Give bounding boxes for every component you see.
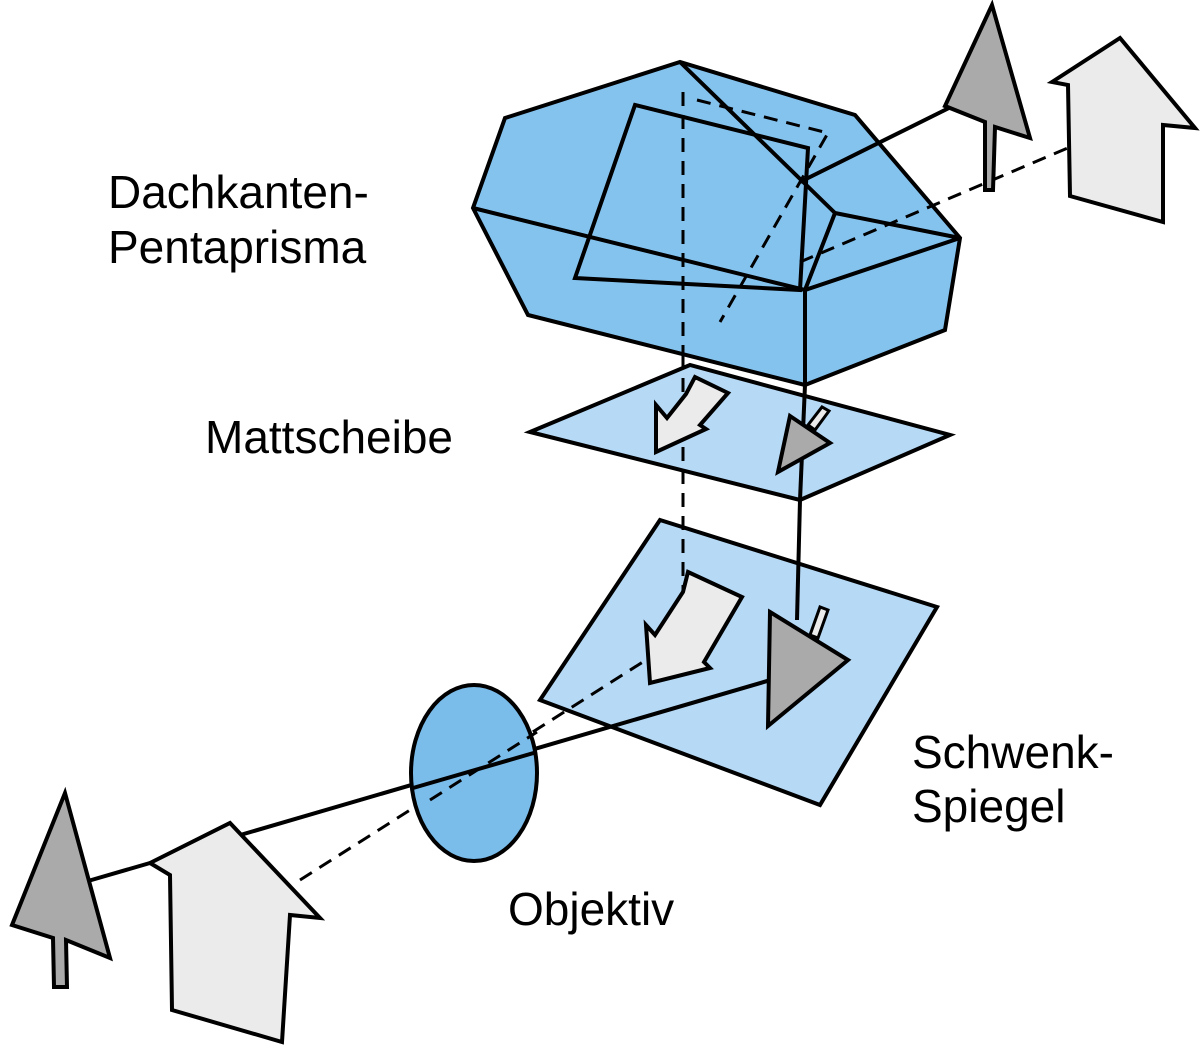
focusing-screen-label: Mattscheibe xyxy=(205,411,453,463)
viewed-tree xyxy=(942,0,1033,192)
objective-lens xyxy=(409,683,539,863)
mirror-label-line2: Spiegel xyxy=(912,780,1065,832)
screen-image-tree xyxy=(775,405,834,476)
object-house-arrow xyxy=(145,820,326,1045)
mirror-image-tree xyxy=(765,605,852,731)
viewed-house-arrow xyxy=(1046,35,1200,225)
swivel-mirror xyxy=(536,517,941,808)
roof-pentaprism xyxy=(470,59,963,388)
prism-label-line2: Pentaprisma xyxy=(108,221,367,273)
object-tree xyxy=(9,786,113,989)
lens-label: Objektiv xyxy=(508,883,674,935)
mirror-label-line1: Schwenk- xyxy=(912,726,1114,778)
focusing-screen xyxy=(523,362,957,503)
mirror-image-house xyxy=(643,569,745,686)
prism-label-line1: Dachkanten- xyxy=(108,166,369,218)
screen-image-house xyxy=(654,374,732,456)
